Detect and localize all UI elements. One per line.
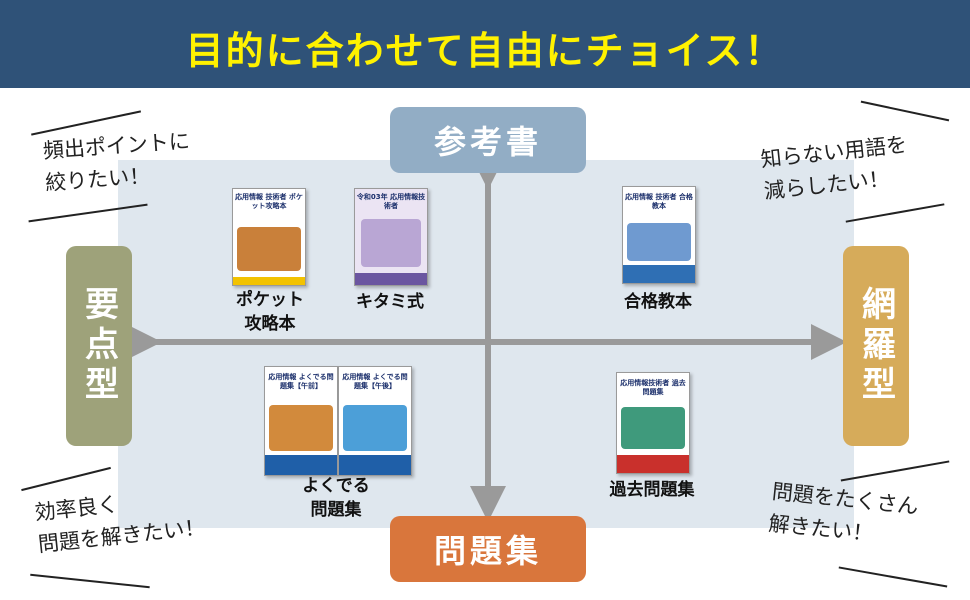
book-cover-gokaku[interactable]: 応用情報 技術者 合格教本 — [622, 186, 696, 284]
cover-title: 応用情報 技術者 合格教本 — [625, 193, 693, 210]
axis-label-question-book: 問題集 — [390, 516, 586, 582]
book-label-yokuderu: よくでる 問題集 — [302, 476, 370, 520]
header-banner: 目的に合わせて自由にチョイス！ — [0, 0, 970, 88]
book-cover-pocket[interactable]: 応用情報 技術者 ポケット攻略本 — [232, 188, 306, 286]
cover-title: 応用情報技術者 過去問題集 — [620, 379, 686, 396]
book-label-kitami: キタミ式 — [356, 292, 424, 312]
book-label-gokaku: 合格教本 — [624, 292, 692, 312]
cover-title: 応用情報 よくでる問題集【午後】 — [342, 373, 408, 390]
book-cover-kakomon[interactable]: 応用情報技術者 過去問題集 — [616, 372, 690, 474]
cover-title: 令和03年 応用情報技術者 — [356, 193, 426, 210]
page-title: 目的に合わせて自由にチョイス！ — [185, 29, 785, 73]
book-cover-yokuderu-am[interactable]: 応用情報 よくでる問題集【午前】 — [264, 366, 338, 476]
book-cover-yokuderu-pm[interactable]: 応用情報 よくでる問題集【午後】 — [338, 366, 412, 476]
book-label-kakomon: 過去問題集 — [609, 480, 695, 500]
book-cover-kitami[interactable]: 令和03年 応用情報技術者 — [354, 188, 428, 286]
cover-title: 応用情報 技術者 ポケット攻略本 — [235, 193, 303, 210]
note-top-left: 頻出ポイントに 絞りたい！ — [42, 128, 191, 196]
book-label-pocket: ポケット 攻略本 — [236, 290, 304, 334]
axis-label-key-points: 要点型 — [66, 246, 132, 446]
cover-title: 応用情報 よくでる問題集【午前】 — [268, 373, 334, 390]
axis-label-reference-book: 参考書 — [390, 107, 586, 173]
axis-label-comprehensive: 網羅型 — [843, 246, 909, 446]
